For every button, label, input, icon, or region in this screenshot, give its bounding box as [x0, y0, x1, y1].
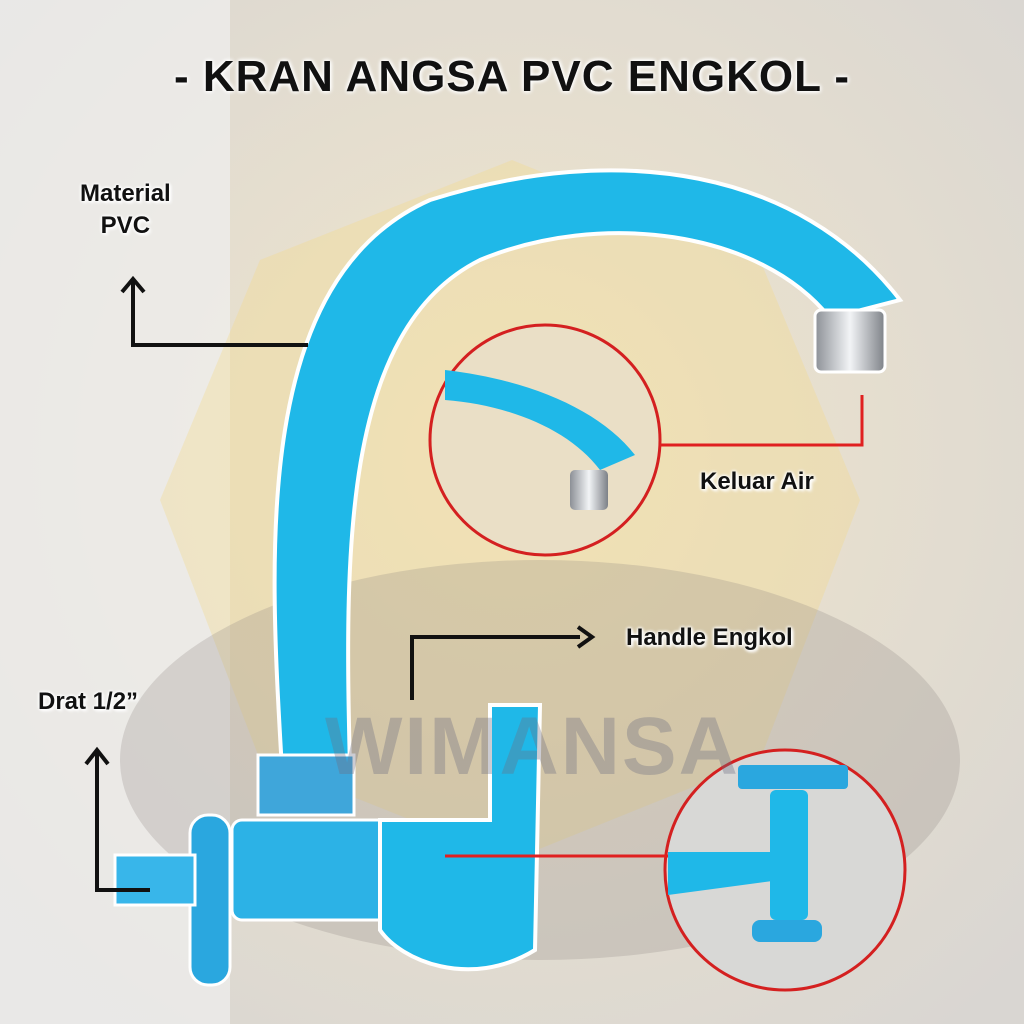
- label-handle: Handle Engkol: [626, 624, 793, 651]
- label-thread: Drat 1/2”: [38, 688, 139, 715]
- outlet-detail-circle: [428, 323, 662, 557]
- faucet-spout: [272, 168, 904, 772]
- watermark: WIMANSA: [325, 701, 740, 792]
- label-material: Material PVC: [80, 178, 171, 242]
- callout-lines: [84, 275, 864, 892]
- label-material-line1: Material: [80, 180, 171, 207]
- label-outlet: Keluar Air: [700, 468, 814, 495]
- handle-engkol: [378, 703, 543, 972]
- label-material-line2: PVC: [100, 212, 151, 239]
- page-title: - KRAN ANGSA PVC ENGKOL -: [173, 52, 851, 101]
